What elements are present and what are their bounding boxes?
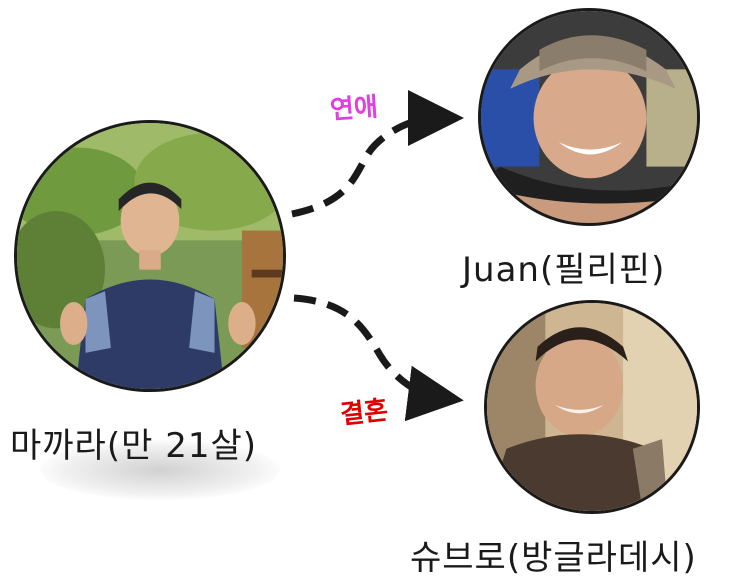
arrow-marriage xyxy=(293,294,464,422)
main-person-photo xyxy=(14,120,286,392)
photo-shadow xyxy=(40,440,280,500)
marriage-label: 결혼 xyxy=(338,395,390,431)
bottom-person-label: 슈브로(방글라데시) xyxy=(410,538,697,578)
top-person-label: Juan(필리핀) xyxy=(462,250,666,290)
bottom-person-photo xyxy=(484,300,700,514)
top-person-photo xyxy=(478,8,700,226)
main-person-label: 마까라(만 21살) xyxy=(10,426,258,466)
arrow-romance xyxy=(291,90,464,218)
romance-label: 연애 xyxy=(329,92,380,126)
